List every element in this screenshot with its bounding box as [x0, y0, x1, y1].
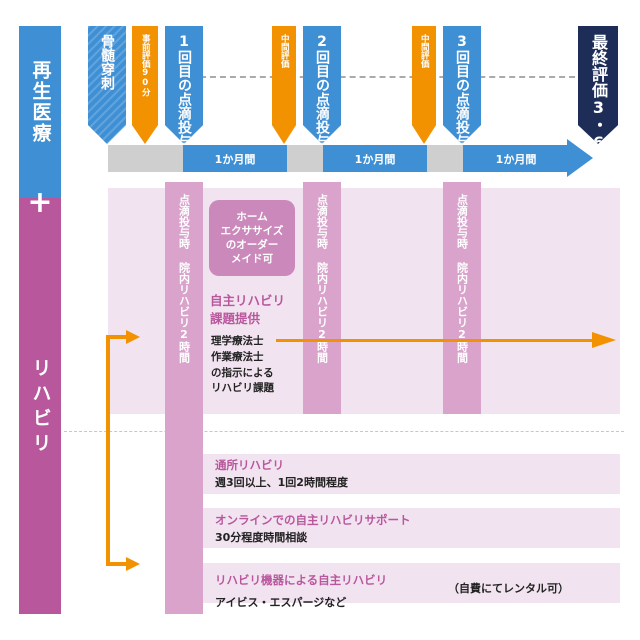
step-mid-eval-2: 中間評価	[412, 26, 436, 144]
option-row-bg	[200, 563, 620, 603]
timeline-gap	[427, 145, 463, 172]
self-rehab-desc: 理学療法士 作業療法士 の指示による リハビリ課題	[211, 335, 274, 395]
step-infusion-3: 3回目の点滴投与	[443, 26, 481, 144]
step-infusion-1: 1回目の点滴投与	[165, 26, 203, 144]
bracket	[106, 562, 128, 566]
infusion-rehab-column-2: 点滴投与時 院内リハビリ2時間	[303, 182, 341, 414]
step-bone-marrow: 骨髄穿刺	[88, 26, 126, 144]
bracket	[106, 335, 110, 566]
timeline-month-2: 1か月間	[323, 145, 427, 172]
home-box-line: エクササイズ	[220, 224, 284, 237]
timeline-gap	[287, 145, 323, 172]
option-desc: 30分程度時間相談	[215, 531, 308, 544]
bracket	[106, 335, 128, 339]
self-rehab-title: 自主リハビリ 課題提供	[210, 293, 286, 326]
timeline-arrow-head	[567, 139, 593, 177]
step-mid-eval-1: 中間評価	[272, 26, 296, 144]
self-rehab-arrow	[276, 339, 596, 342]
bracket-arrow-head	[126, 330, 140, 344]
option-row-bg	[200, 454, 620, 494]
option-desc: 週3回以上、1回2時間程度	[215, 476, 348, 489]
rehab-section-label: リハビリ	[29, 358, 52, 458]
home-box-line: メイド可	[231, 253, 273, 266]
self-rehab-arrow-head	[592, 332, 616, 348]
option-row-bg	[200, 508, 620, 548]
option-title: 通所リハビリ	[215, 458, 284, 472]
option-title: リハビリ機器による自主リハビリ	[215, 573, 388, 587]
home-box-line: のオーダー	[225, 239, 279, 251]
rehab-section-bar	[19, 198, 61, 614]
home-box-line: ホーム	[236, 210, 268, 223]
option-desc: アイビス・エスパージなど	[215, 596, 347, 609]
bracket-arrow-head	[126, 557, 140, 571]
step-final-eval: 最終評価3・6か月目	[578, 26, 618, 144]
infusion-rehab-column-3: 点滴投与時 院内リハビリ2時間	[443, 182, 481, 414]
timeline-month-1: 1か月間	[183, 145, 287, 172]
regen-section-label: 再生医療	[29, 60, 52, 144]
divider	[64, 431, 624, 432]
step-infusion-2: 2回目の点滴投与	[303, 26, 341, 144]
option-note: （自費にてレンタル可）	[448, 582, 569, 595]
plus-icon: +	[27, 185, 53, 220]
infusion-rehab-column-1: 点滴投与時 院内リハビリ2時間	[165, 182, 203, 614]
step-pre-eval: 事前評価90分	[132, 26, 158, 144]
home-exercise-box: ホーム エクササイズ のオーダー メイド可	[209, 200, 295, 276]
regen-section-bar	[19, 26, 61, 198]
option-title: オンラインでの自主リハビリサポート	[215, 513, 411, 527]
dashed-arrow-line	[200, 76, 595, 78]
timeline-month-3: 1か月間	[463, 145, 569, 172]
timeline-gap	[108, 145, 183, 172]
